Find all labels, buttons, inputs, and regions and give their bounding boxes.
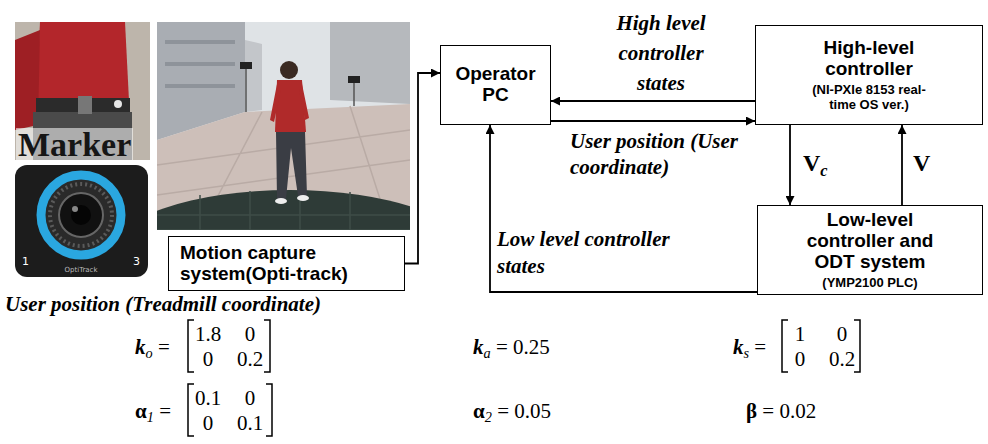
matrix-entry: 0 — [203, 347, 214, 371]
camera-number: 1 — [22, 256, 29, 268]
building — [330, 22, 410, 104]
matrix-entry: 0.1 — [237, 411, 263, 435]
bracket — [264, 320, 270, 372]
box-subtitle: (NI-PXIe 8153 real-time OS ver.) — [807, 82, 932, 113]
signal-arrow — [901, 125, 903, 205]
subscript: 2 — [485, 409, 492, 425]
bracket — [188, 320, 194, 372]
expression: = — [749, 335, 766, 359]
vr-camera — [348, 76, 360, 83]
avatar-shoe — [275, 198, 287, 204]
subscript: s — [744, 345, 750, 361]
buckle — [78, 96, 92, 114]
coordinate-note: User position (Treadmill coordinate) — [5, 292, 321, 316]
expression: = — [154, 399, 171, 423]
avatar-shoe — [297, 195, 309, 201]
camera-body — [15, 165, 148, 277]
box-subtitle: (YMP2100 PLC) — [822, 275, 917, 290]
signal-arrow — [490, 125, 757, 292]
process-box: Operator PC — [440, 45, 551, 125]
gain-symbol: ko = — [135, 335, 170, 359]
window-row — [165, 84, 235, 88]
symbol: k — [733, 335, 744, 359]
camera-pole — [353, 82, 355, 106]
camera-brand: OptiTrack — [65, 266, 98, 274]
avatar-head — [280, 61, 298, 79]
matrix-entry: 0 — [203, 411, 214, 435]
symbol: α — [135, 399, 147, 423]
process-box: High-level controller(NI-PXIe 8153 real-… — [755, 25, 983, 125]
expression: = 0.05 — [492, 399, 551, 423]
process-box: Motion capture system(Opti-track) — [168, 236, 405, 291]
expression: = 0.02 — [757, 399, 816, 423]
gain-value: β = 0.02 — [746, 399, 816, 423]
box-title: High-level controller — [807, 38, 932, 80]
camera-photo — [15, 165, 148, 277]
box-title: Low-level controller and ODT system — [798, 210, 943, 273]
symbol: β — [746, 399, 757, 423]
lens-glint — [72, 206, 78, 212]
marker-ball — [114, 100, 122, 108]
signal-arrow — [405, 73, 440, 264]
gain-value: α2 = 0.05 — [473, 399, 551, 423]
gain-symbol: ks = — [733, 335, 766, 359]
matrix-entry: 0 — [245, 322, 256, 346]
camera-pole — [245, 68, 247, 112]
vr-camera — [240, 62, 252, 69]
signal-label: V — [913, 150, 930, 176]
bracket — [188, 384, 194, 436]
subscript: o — [146, 345, 153, 361]
avatar-legs — [276, 132, 307, 199]
expression: = 0.25 — [491, 335, 550, 359]
matrix-entry: 0.2 — [829, 347, 855, 371]
avatar-arms — [270, 84, 309, 122]
symbol: k — [135, 335, 146, 359]
signal-label: High level controller states — [601, 8, 721, 98]
matrix-entry: 1 — [795, 322, 806, 346]
expression: = — [153, 335, 170, 359]
photo-caption: Marker — [16, 128, 133, 162]
camera-lens — [59, 193, 103, 237]
subscript: c — [820, 161, 827, 180]
window-row — [165, 40, 235, 44]
gain-symbol: α1 = — [135, 399, 171, 423]
signal-label: Vc — [803, 150, 828, 176]
box-title: Operator PC — [448, 64, 543, 106]
subscript: a — [484, 345, 491, 361]
signal-arrow — [551, 120, 755, 122]
camera-ring — [41, 175, 121, 255]
bracket — [782, 320, 788, 372]
symbol: V — [803, 150, 820, 176]
process-box: Low-level controller and ODT system (YMP2… — [757, 205, 983, 295]
box-title: Motion capture system(Opti-track) — [180, 243, 395, 285]
signal-arrow — [789, 125, 791, 205]
signal-label: User position (User coordinate) — [570, 128, 742, 180]
window-row — [165, 62, 235, 66]
lens-center — [71, 205, 91, 225]
gain-value: ka = 0.25 — [473, 335, 550, 359]
bracket — [266, 384, 272, 436]
camera-number: 3 — [133, 256, 140, 268]
symbol: α — [473, 399, 485, 423]
building — [245, 40, 262, 112]
camera-leds — [50, 184, 112, 246]
matrix-entry: 0 — [837, 322, 848, 346]
matrix-entry: 0.1 — [195, 386, 221, 410]
matrix-entry: 0.2 — [237, 347, 263, 371]
signal-arrow — [551, 100, 755, 102]
matrix-entry: 1.8 — [195, 322, 221, 346]
matrix-brackets — [188, 320, 860, 436]
matrix-entry: 0 — [795, 347, 806, 371]
subscript: 1 — [147, 409, 154, 425]
vr-scene-photo — [157, 22, 410, 230]
signal-label: Low level controller states — [497, 226, 697, 280]
symbol: k — [473, 335, 484, 359]
matrix-entry: 0 — [245, 386, 256, 410]
